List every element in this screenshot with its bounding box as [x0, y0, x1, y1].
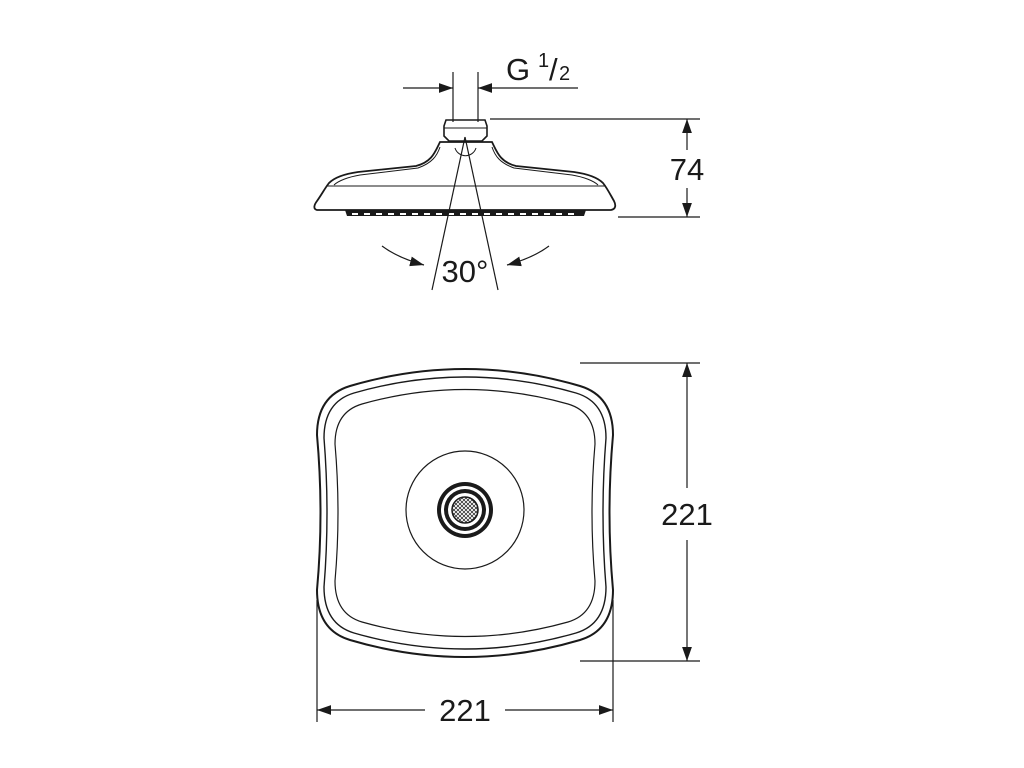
thread-label-prefix: G: [506, 52, 530, 87]
width-label: 221: [439, 693, 491, 728]
head-face: [334, 388, 596, 638]
swivel-line-right: [464, 136, 499, 291]
head-outline-rim: [323, 376, 607, 650]
swivel-line-left: [431, 136, 466, 291]
thread-label-denominator: 2: [559, 63, 570, 85]
shower-head-profile: [313, 141, 617, 211]
angle-label: 30°: [442, 254, 489, 289]
shower-head-inner-line: [333, 146, 599, 186]
angle-arrow-left: [381, 245, 425, 267]
thread-label-numerator: 1: [538, 50, 549, 72]
head-outline-outer: [315, 368, 615, 658]
vheight-label: 221: [661, 497, 713, 532]
side-view: G 1 / 2: [313, 50, 704, 291]
connector-mesh: [451, 496, 479, 524]
nozzle-teeth: [352, 213, 574, 215]
angle-arrow-right: [506, 245, 550, 267]
top-view: 221 221: [315, 362, 713, 728]
height-label: 74: [670, 152, 704, 187]
center-disc: [405, 450, 525, 570]
swivel-pivot: [454, 147, 477, 157]
thread-label-slash: /: [549, 52, 558, 87]
